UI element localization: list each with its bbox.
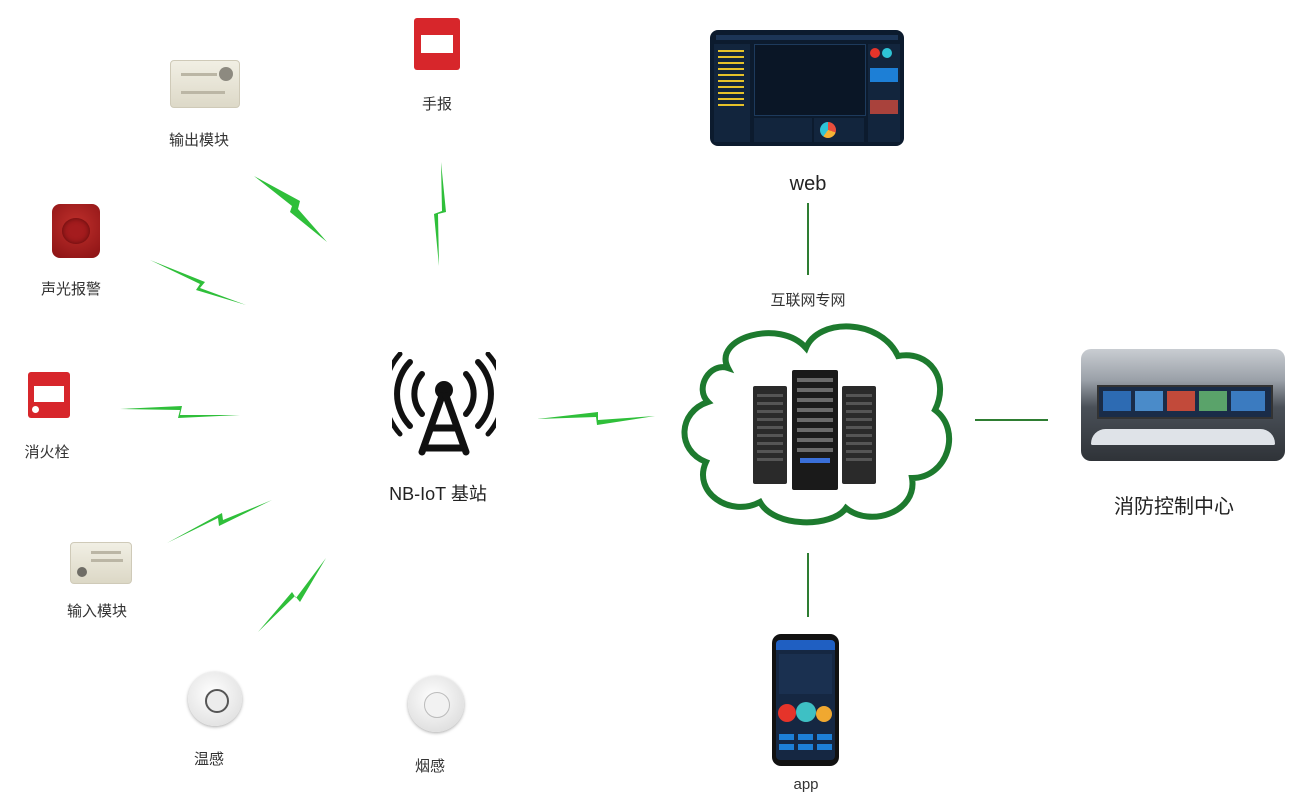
wireless-link-input-module	[167, 500, 272, 543]
smoke-sensor-device	[408, 676, 464, 732]
wireless-link-cloud	[537, 412, 655, 425]
output-module-label: 输出模块	[168, 132, 230, 149]
web-label: web	[789, 173, 827, 195]
status-led-icon	[219, 67, 233, 81]
input-module-label: 输入模块	[66, 603, 128, 620]
manual-alarm-label: 手报	[421, 96, 453, 113]
sensor-head-icon	[424, 692, 450, 718]
output-module-device	[170, 60, 240, 108]
base-station-label: NB-IoT 基站	[389, 484, 487, 504]
donut-chart-icon	[820, 122, 836, 138]
control-center-photo	[1081, 349, 1285, 461]
wireless-link-hydrant	[120, 406, 240, 418]
hydrant-button-device	[28, 372, 70, 418]
control-center-label: 消防控制中心	[1114, 496, 1234, 518]
wireless-link-temp-sensor	[258, 558, 326, 632]
wireless-link-output-module	[254, 176, 327, 242]
web-dashboard-screenshot	[710, 30, 904, 146]
temp-sensor-label: 温感	[193, 751, 225, 768]
mobile-app-screenshot	[772, 634, 839, 766]
cell-tower-icon	[392, 352, 496, 456]
sensor-head-icon	[205, 689, 229, 713]
app-label: app	[793, 776, 819, 793]
sound-light-alarm-device	[52, 204, 100, 258]
internet-label: 互联网专网	[770, 292, 846, 309]
smoke-sensor-label: 烟感	[414, 758, 446, 775]
wireless-link-sound-light-alarm	[150, 260, 246, 305]
server-rack-icon	[753, 370, 876, 490]
temperature-sensor-device	[188, 672, 242, 726]
input-module-device	[70, 542, 132, 584]
hydrant-label: 消火栓	[24, 444, 70, 461]
manual-alarm-device	[414, 18, 460, 70]
strobe-icon	[62, 218, 90, 244]
sound-light-alarm-label: 声光报警	[40, 281, 102, 298]
wireless-link-manual-alarm	[434, 162, 446, 266]
status-led-icon	[77, 567, 87, 577]
press-panel-icon	[34, 386, 64, 402]
press-panel-icon	[421, 35, 453, 53]
video-wall-icon	[1097, 385, 1273, 419]
